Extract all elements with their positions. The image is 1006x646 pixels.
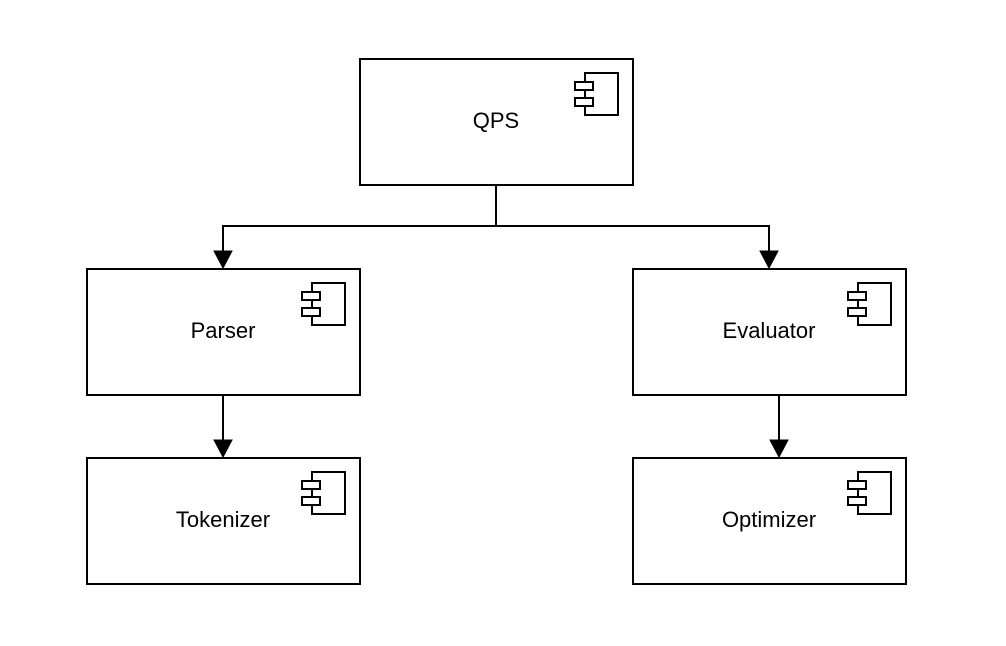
arrowhead — [759, 250, 779, 270]
component-label: Parser — [191, 318, 256, 343]
edge-qps-to-evaluator — [496, 225, 779, 270]
component-qps[interactable]: QPS — [359, 58, 634, 186]
edge-evaluator-to-optimizer — [769, 395, 789, 459]
uml-component-icon — [847, 282, 892, 326]
edge-qps-to-parser — [213, 185, 497, 270]
uml-component-icon — [574, 72, 619, 116]
edge-parser-to-tokenizer — [213, 395, 233, 459]
uml-component-icon — [301, 282, 346, 326]
uml-component-icon — [301, 471, 346, 515]
component-optimizer[interactable]: Optimizer — [632, 457, 907, 585]
component-label: Optimizer — [722, 507, 816, 532]
component-label: QPS — [473, 108, 519, 133]
arrowhead — [213, 250, 233, 270]
uml-component-icon — [847, 471, 892, 515]
component-evaluator[interactable]: Evaluator — [632, 268, 907, 396]
component-parser[interactable]: Parser — [86, 268, 361, 396]
component-label: Tokenizer — [176, 507, 270, 532]
arrowhead — [213, 439, 233, 459]
component-label: Evaluator — [723, 318, 816, 343]
component-tokenizer[interactable]: Tokenizer — [86, 457, 361, 585]
arrowhead — [769, 439, 789, 459]
